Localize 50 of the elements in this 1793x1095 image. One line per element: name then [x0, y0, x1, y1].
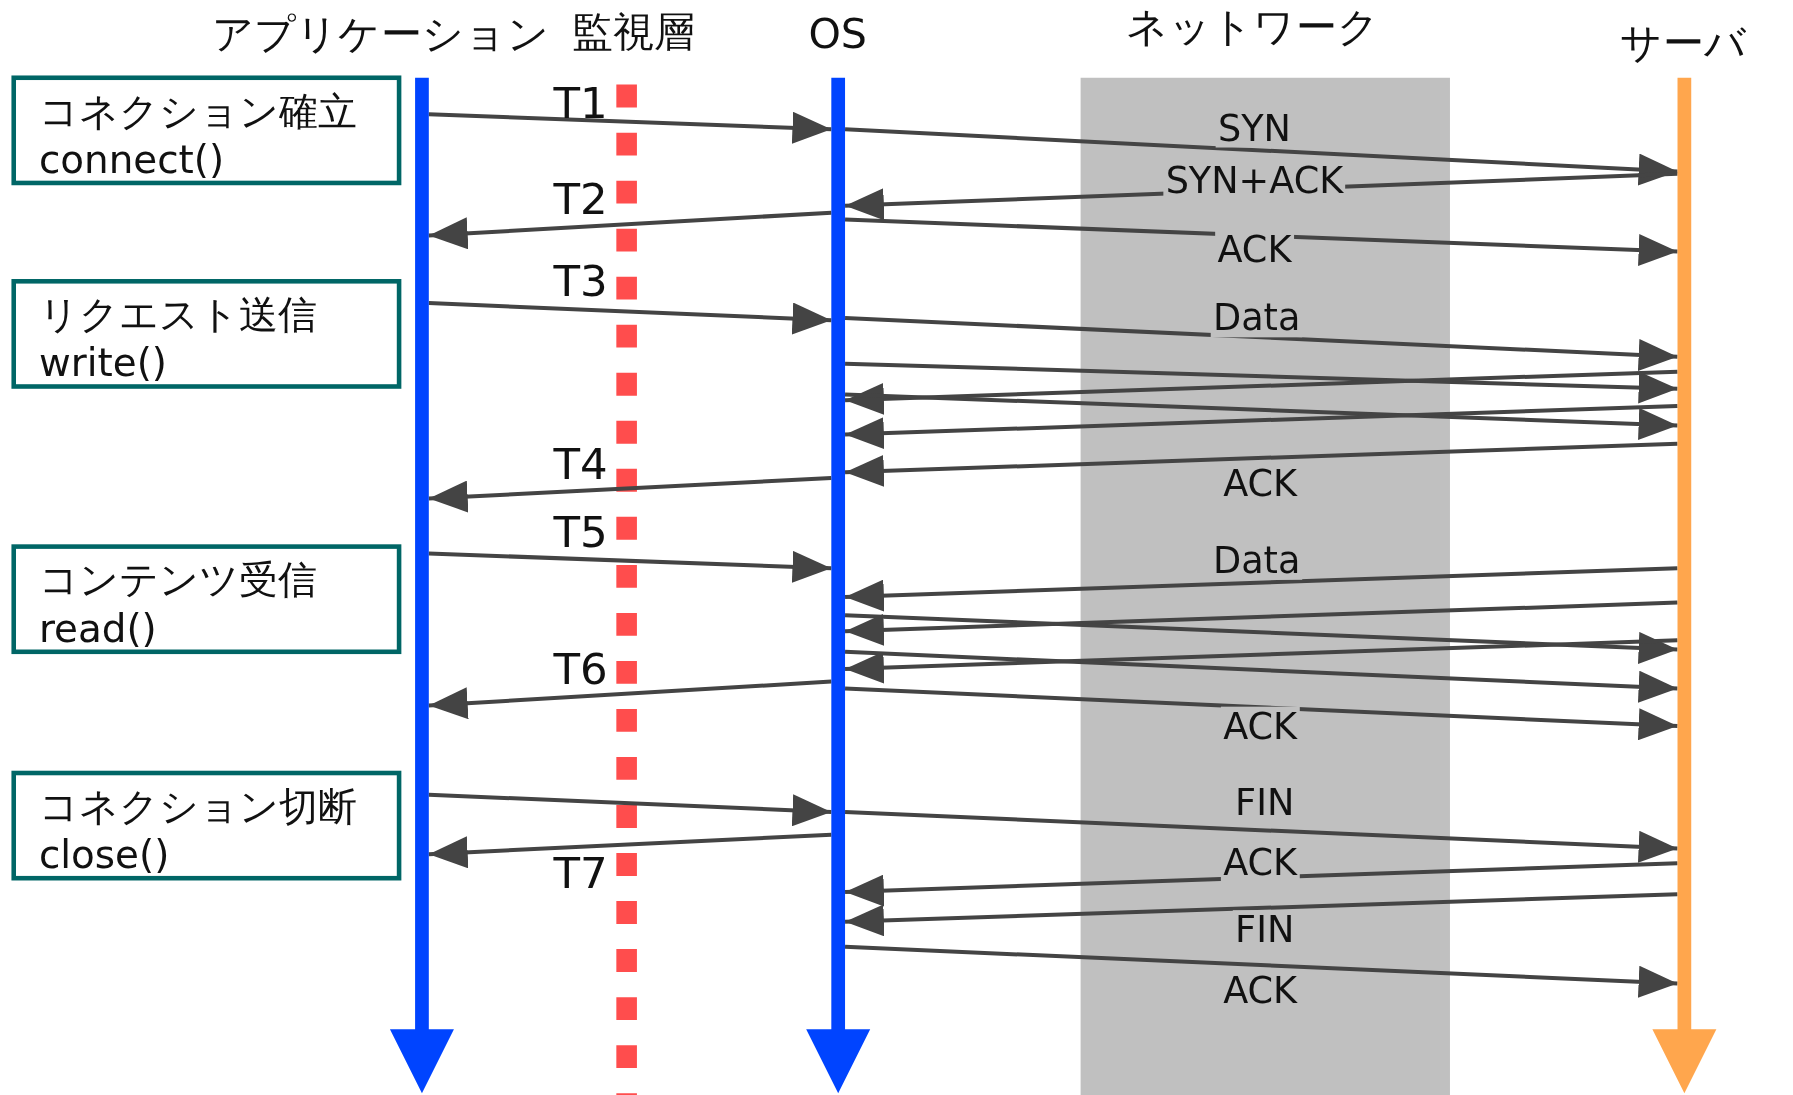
- process-box: [11, 279, 402, 389]
- arrow: [844, 944, 1678, 998]
- step-title: コネクション切断: [38, 782, 358, 831]
- arrow: [428, 832, 832, 869]
- arrow: [844, 638, 1678, 684]
- arrow: [844, 369, 1678, 415]
- function-name: close(): [38, 830, 171, 879]
- arrow: [844, 892, 1678, 937]
- arrow: [428, 550, 832, 583]
- time-marker-label: T6: [553, 646, 608, 692]
- arrow: [844, 441, 1678, 487]
- function-name: write(): [38, 338, 168, 387]
- column-header: 監視層: [571, 9, 696, 55]
- time-marker-label: T3: [553, 258, 608, 305]
- process-box: [11, 544, 402, 655]
- column-header: サーバ: [1620, 20, 1747, 67]
- process-box: [11, 770, 402, 881]
- column-header: アプリケーション: [211, 11, 549, 58]
- step-title: コンテンツ受信: [38, 555, 318, 604]
- arrow: [844, 315, 1678, 371]
- arrow: [844, 600, 1678, 646]
- arrow: [844, 649, 1678, 703]
- process-box: [11, 75, 402, 186]
- arrow: [844, 361, 1678, 404]
- arrow: [428, 476, 832, 513]
- arrow: [428, 301, 832, 335]
- time-marker-label: T2: [553, 176, 608, 222]
- arrow: [428, 679, 832, 720]
- time-marker-label: T5: [553, 508, 608, 555]
- column-header: OS: [808, 11, 867, 58]
- arrow: [844, 613, 1678, 664]
- arrow: [844, 403, 1678, 450]
- arrow: [844, 861, 1678, 907]
- arrow: [844, 127, 1678, 186]
- function-name: connect(): [38, 135, 226, 183]
- step-title: コネクション確立: [38, 87, 358, 135]
- arrow: [428, 792, 832, 827]
- arrow: [428, 111, 832, 144]
- arrow: [428, 210, 832, 250]
- column-header: ネットワーク: [1126, 4, 1380, 51]
- time-marker-label: T7: [553, 850, 608, 897]
- arrow: [844, 809, 1678, 863]
- arrow: [844, 566, 1678, 612]
- time-marker-label: T4: [553, 441, 608, 488]
- arrow: [844, 217, 1678, 267]
- function-name: read(): [38, 603, 158, 652]
- arrow: [844, 686, 1678, 741]
- arrow: [844, 392, 1678, 440]
- step-title: リクエスト送信: [38, 290, 318, 339]
- time-marker-label: T1: [553, 80, 608, 126]
